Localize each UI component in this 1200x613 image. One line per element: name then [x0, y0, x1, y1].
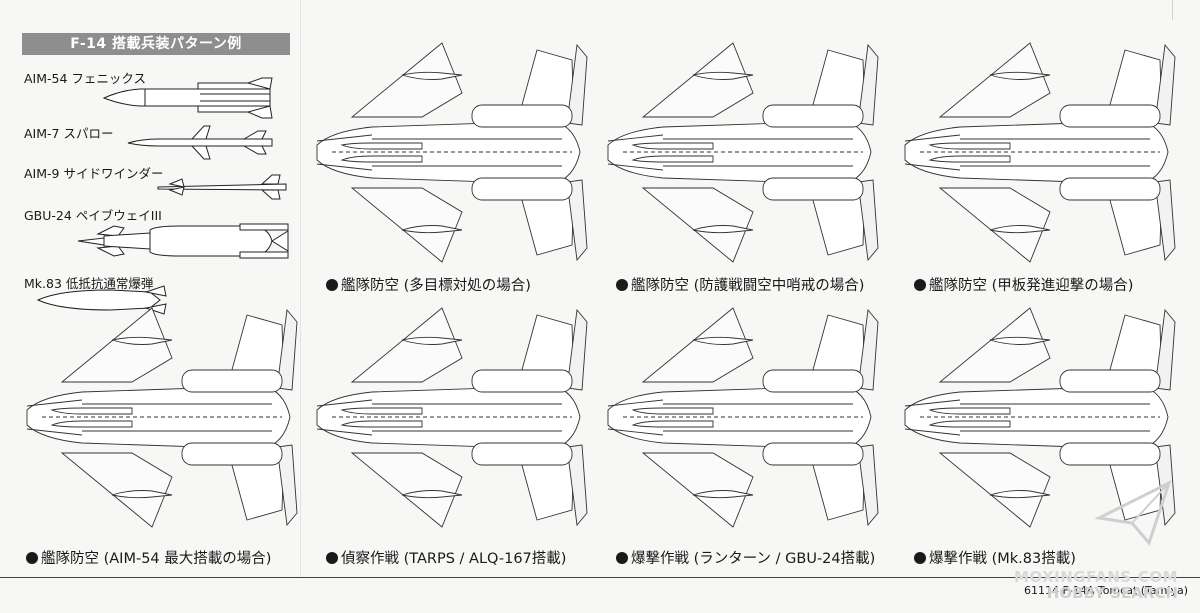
caption-bombing-mk83: 爆撃作戦 (Mk.83搭載)	[914, 547, 1076, 568]
f14-aim54-aim7-aim9-loadout-icon	[312, 35, 592, 270]
caption-fleet-defense-multi-target: 艦隊防空 (多目標対処の場合)	[326, 274, 531, 295]
f14-aim54-aim9-loadout-icon	[900, 35, 1180, 270]
aim7-missile-icon	[127, 125, 273, 160]
f14-aim54-max-loadout-icon	[22, 300, 302, 535]
weapon-label-aim7: AIM-7 スパロー	[24, 126, 114, 141]
f14-gbu24-loadout-icon	[603, 300, 883, 535]
paper-plane-logo-icon	[1094, 480, 1172, 546]
bullet-icon	[26, 552, 38, 564]
weapon-label-aim54: AIM-54 フェニックス	[24, 71, 147, 86]
mk83-bomb-icon	[36, 285, 167, 315]
weapon-label-gbu24: GBU-24 ペイブウェイIII	[24, 208, 162, 223]
gbu24-bomb-icon	[77, 223, 289, 259]
caption-fleet-defense-deck-launch: 艦隊防空 (甲板発進迎撃の場合)	[914, 274, 1133, 295]
fold-mark	[1172, 0, 1173, 20]
caption-fleet-defense-cap: 艦隊防空 (防護戦闘空中哨戒の場合)	[616, 274, 864, 295]
footer-rule	[0, 577, 1200, 578]
caption-fleet-defense-aim54-max: 艦隊防空 (AIM-54 最大搭載の場合)	[26, 547, 271, 568]
bullet-icon	[326, 552, 338, 564]
bullet-icon	[616, 552, 628, 564]
weapons-illustration	[36, 77, 289, 315]
weapon-label-mk83: Mk.83 低抵抗通常爆弾	[24, 276, 154, 291]
f14-tarps-loadout-icon	[312, 300, 592, 535]
weapon-label-aim9: AIM-9 サイドワインダー	[24, 166, 164, 181]
bullet-icon	[914, 279, 926, 291]
bullet-icon	[616, 279, 628, 291]
watermark-line1: MOXINGFANS.COM	[1013, 568, 1178, 586]
watermark-line2: HOBBY SEARCH	[1046, 584, 1178, 602]
aim9-missile-icon	[157, 174, 287, 200]
caption-bombing-gbu24: 爆撃作戦 (ランターン / GBU-24搭載)	[616, 547, 875, 568]
caption-recon-tarps: 偵察作戦 (TARPS / ALQ-167搭載)	[326, 547, 566, 568]
aim54-missile-icon	[102, 77, 273, 119]
footer-text: 61114 F-14A Tomcat (Tamiya)	[1024, 584, 1188, 597]
section-title: F-14 搭載兵装パターン例	[22, 33, 290, 55]
bullet-icon	[326, 279, 338, 291]
fold-line	[300, 0, 301, 577]
bullet-icon	[914, 552, 926, 564]
f14-aim7-aim9-loadout-icon	[603, 35, 883, 270]
